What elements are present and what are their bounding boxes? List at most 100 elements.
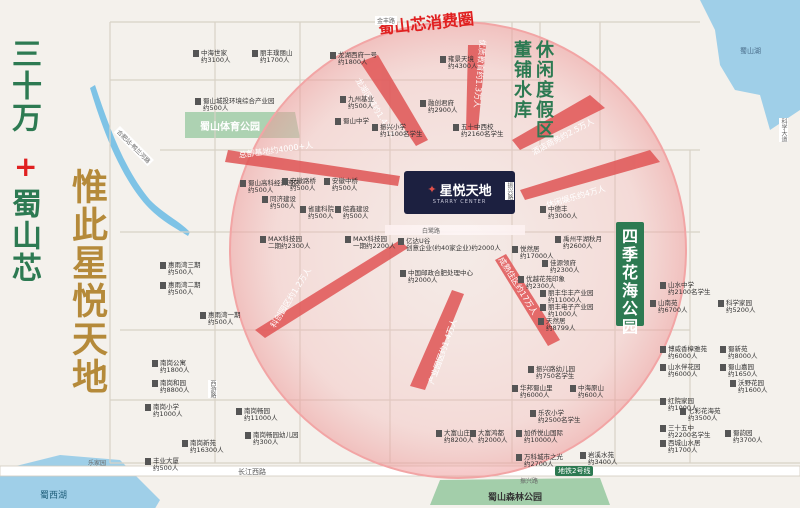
poi-pop: 约2000人 [408, 276, 438, 285]
building-icon [660, 364, 666, 371]
building-icon [660, 346, 666, 353]
poi-pop: 约3000人 [548, 212, 578, 221]
building-icon [340, 96, 346, 103]
poi-name: 省建科院 [308, 205, 334, 213]
building-icon [660, 425, 666, 432]
building-icon [398, 238, 404, 245]
poi-name: 优越花苑印象 [526, 275, 565, 283]
brand-name: 星悦天地 [439, 184, 492, 199]
building-icon [538, 318, 544, 325]
poi-name: 七彩花海苑 [688, 407, 721, 415]
poi-pop: 约8800人 [160, 386, 190, 395]
poi-33: 南岗小学约1000人 [145, 403, 183, 419]
poi-pop: 约500人 [308, 212, 334, 221]
building-icon [335, 118, 341, 125]
poi-name: 皖鑫建设 [343, 205, 369, 213]
poi-name: 华邦蜀山里 [520, 384, 553, 392]
building-icon [345, 236, 351, 243]
poi-pop: 约500人 [153, 464, 179, 473]
poi-pop: 约500人 [290, 184, 316, 193]
building-icon [145, 458, 151, 465]
building-icon [528, 366, 534, 373]
building-icon [718, 300, 724, 307]
poi-name: 大富山庄 [444, 429, 470, 437]
building-icon [335, 206, 341, 213]
poi-45: 万科城市之光约2700人 [516, 453, 563, 469]
poi-name: 南岗新苑 [190, 439, 216, 447]
poi-59: 蜀韵园约3700人 [725, 429, 763, 445]
poi-name: 博威香樟雅苑 [668, 345, 707, 353]
headline-left-2: 蜀山芯 [6, 188, 41, 284]
poi-name: 山水伴花园 [668, 363, 701, 371]
poi-29: 惠雨湾二期约500人 [160, 281, 201, 297]
label-xiuxian: 休闲度假区 [533, 40, 554, 140]
poi-3: 雍景天境约4300人 [440, 55, 478, 71]
building-icon [262, 196, 268, 203]
poi-43: 大富鸿都约2000人 [470, 429, 508, 445]
poi-name: 振兴小学 [380, 123, 406, 131]
poi-name: 南岗畅园幼儿园 [253, 431, 299, 439]
building-icon [453, 124, 459, 131]
headline-plus: + [14, 150, 38, 183]
poi-pop: 约1800人 [160, 366, 190, 375]
poi-name: 丽丰华丰产业园 [548, 289, 594, 297]
building-icon [660, 282, 666, 289]
building-icon [725, 430, 731, 437]
poi-name: 蜀山城投环境综合产业园 [203, 97, 275, 105]
poi-name: 惠雨湾三期 [168, 261, 201, 269]
poi-52: 山水伴花园约6000人 [660, 363, 701, 379]
poi-name: 中海原山 [578, 384, 604, 392]
poi-pop: 约2300人 [550, 266, 580, 275]
building-icon [516, 430, 522, 437]
poi-pop: 约500人 [343, 212, 369, 221]
building-icon [512, 246, 518, 253]
poi-26: 丽丰电子产业园约1000人 [540, 303, 594, 319]
building-icon [300, 206, 306, 213]
building-icon [200, 312, 206, 319]
poi-pop: 约2900人 [428, 106, 458, 115]
poi-pop: 约8000人 [728, 352, 758, 361]
poi-pop: 约2100名学生 [668, 288, 711, 297]
poi-name: 蜀新苑 [728, 345, 748, 353]
road-zhenxing: 振兴路 [505, 182, 514, 200]
poi-name: 中德丰 [548, 205, 568, 213]
building-icon [540, 304, 546, 311]
poi-pop: 约6000人 [668, 370, 698, 379]
poi-53: 蜀山嘉园约1650人 [720, 363, 758, 379]
road-changjiang: 长江西路 [238, 468, 266, 476]
poi-23: 佳源领府约2300人 [542, 259, 580, 275]
poi-name: 中国邮政合肥处理中心 [408, 269, 473, 277]
poi-51: 蜀新苑约8000人 [720, 345, 758, 361]
building-icon [145, 404, 151, 411]
headline-left-1: 三十万 [6, 38, 41, 134]
poi-pop: 约4300人 [448, 62, 478, 71]
building-icon [240, 180, 246, 187]
poi-35: 南岗畅园幼儿园约300人 [245, 431, 299, 447]
building-icon [542, 260, 548, 267]
poi-44: 加侨悦山国际约10000人 [516, 429, 563, 445]
poi-pop: 约1000人 [548, 310, 578, 319]
poi-8: 振兴小学约1100名学生 [372, 123, 423, 139]
poi-pop: 约1000人 [153, 410, 183, 419]
poi-28: 惠雨湾三期约500人 [160, 261, 201, 277]
poi-pop: 约3700人 [733, 436, 763, 445]
poi-20: 中德丰约3000人 [540, 205, 578, 221]
arrow-e [520, 150, 660, 200]
building-icon [260, 236, 266, 243]
poi-17: MAX科技园一期约2200人 [345, 235, 396, 251]
poi-name: 加侨悦山国际 [524, 429, 563, 437]
poi-pop: 约1600人 [738, 386, 768, 395]
poi-pop: 约6000人 [668, 352, 698, 361]
poi-54: 沃野花园约1600人 [730, 379, 768, 395]
poi-36: 南岗新苑约16300人 [182, 439, 224, 455]
poi-pop: 约1650人 [728, 370, 758, 379]
brand-box: ✦ 星悦天地 STARRY CENTER [404, 171, 515, 214]
building-icon [730, 380, 736, 387]
poi-58: 西城山水居约1700人 [660, 439, 701, 455]
poi-name: 中海世家 [201, 49, 227, 57]
poi-pop: 约500人 [168, 288, 194, 297]
poi-37: 丰业大厦约500人 [145, 457, 179, 473]
poi-pop: 约3500人 [688, 414, 718, 423]
poi-pop: 约2200名学生 [668, 431, 711, 440]
